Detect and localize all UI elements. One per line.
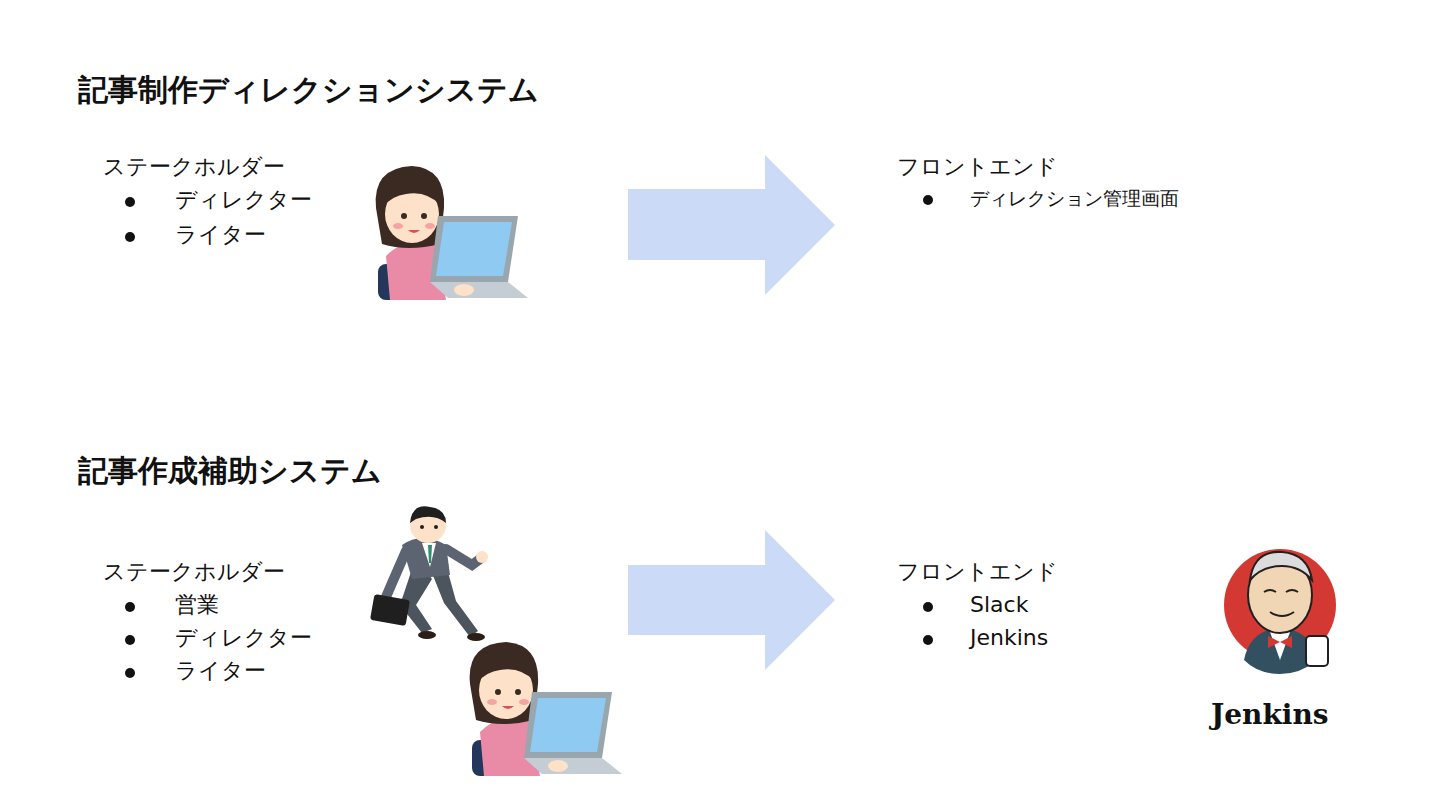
- list-item: ディレクター: [175, 187, 312, 213]
- list-heading: フロントエンド: [897, 559, 1058, 585]
- list-item: Jenkins: [970, 625, 1048, 651]
- block-arrow: [628, 530, 835, 670]
- jenkins-logo: [1224, 549, 1336, 674]
- bullet-dots: [125, 195, 933, 678]
- section-title: 記事作成補助システム: [78, 453, 382, 489]
- section-title: 記事制作ディレクションシステム: [78, 72, 539, 108]
- list-item: 営業: [175, 592, 219, 618]
- list-heading: ステークホルダー: [103, 154, 285, 180]
- list-item: Slack: [970, 592, 1028, 618]
- list-item: ディレクション管理画面: [970, 187, 1179, 210]
- list-item: ライター: [175, 658, 266, 684]
- logo-text: Jenkins: [1211, 698, 1329, 732]
- list-item: ライター: [175, 222, 266, 248]
- list-heading: フロントエンド: [897, 154, 1058, 180]
- businessman-figure: [370, 506, 488, 641]
- block-arrow: [628, 155, 835, 295]
- list-heading: ステークホルダー: [103, 559, 285, 585]
- list-item: ディレクター: [175, 625, 312, 651]
